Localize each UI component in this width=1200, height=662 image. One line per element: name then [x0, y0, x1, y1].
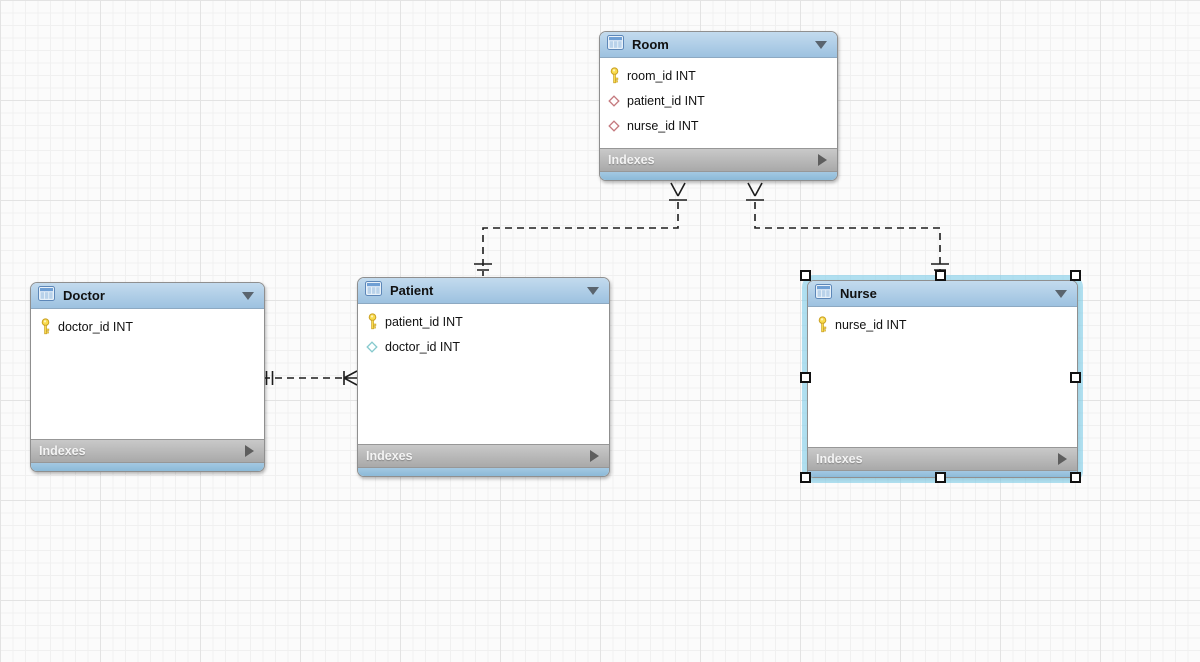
- indexes-bar[interactable]: Indexes: [600, 148, 837, 172]
- field-doctor_id[interactable]: doctor_id INT: [358, 334, 609, 359]
- table-room-header[interactable]: Room: [600, 32, 837, 58]
- indexes-label: Indexes: [608, 153, 655, 167]
- table-patient[interactable]: Patient patient_id INT doctor_id INT Ind…: [357, 277, 610, 477]
- primary-key-icon: [608, 67, 620, 84]
- table-footer: [31, 463, 264, 471]
- collapse-arrow-icon[interactable]: [1055, 289, 1067, 298]
- primary-key-icon: [816, 316, 828, 333]
- primary-key-icon: [366, 313, 378, 330]
- selection-handle-middle-right[interactable]: [1070, 372, 1081, 383]
- primary-key-icon: [39, 318, 51, 335]
- table-nurse-header[interactable]: Nurse: [808, 281, 1077, 307]
- field-patient_id[interactable]: patient_id INT: [358, 309, 609, 334]
- indexes-label: Indexes: [366, 449, 413, 463]
- field-label: nurse_id INT: [627, 118, 699, 133]
- column-icon: [366, 340, 378, 353]
- selection-handle-bottom-center[interactable]: [935, 472, 946, 483]
- expand-arrow-icon[interactable]: [1058, 453, 1067, 465]
- foreign-key-icon: [608, 119, 620, 132]
- field-label: room_id INT: [627, 68, 696, 83]
- table-room[interactable]: Room room_id INT patient_id INT nurse: [599, 31, 838, 181]
- field-label: doctor_id INT: [58, 319, 134, 334]
- table-icon: [607, 34, 624, 55]
- field-room_id[interactable]: room_id INT: [600, 63, 837, 88]
- table-title: Nurse: [840, 286, 877, 301]
- table-room-columns: room_id INT patient_id INT nurse_id INT: [600, 58, 837, 148]
- relationship-room-patient[interactable]: [474, 182, 687, 276]
- expand-arrow-icon[interactable]: [245, 445, 254, 457]
- table-doctor-header[interactable]: Doctor: [31, 283, 264, 309]
- table-footer: [358, 468, 609, 476]
- table-icon: [365, 280, 382, 301]
- collapse-arrow-icon[interactable]: [242, 291, 254, 300]
- table-nurse[interactable]: Nurse nurse_id INT Indexes: [807, 280, 1078, 478]
- indexes-bar[interactable]: Indexes: [358, 444, 609, 468]
- table-doctor-columns: doctor_id INT: [31, 309, 264, 439]
- relationship-room-nurse[interactable]: [746, 182, 949, 278]
- selection-handle-bottom-left[interactable]: [800, 472, 811, 483]
- collapse-arrow-icon[interactable]: [815, 40, 827, 49]
- field-label: patient_id INT: [627, 93, 705, 108]
- table-patient-header[interactable]: Patient: [358, 278, 609, 304]
- selection-handle-middle-left[interactable]: [800, 372, 811, 383]
- field-label: nurse_id INT: [835, 317, 907, 332]
- indexes-label: Indexes: [39, 444, 86, 458]
- relationship-doctor-patient[interactable]: [263, 370, 358, 386]
- table-nurse-columns: nurse_id INT: [808, 307, 1077, 447]
- field-nurse_id[interactable]: nurse_id INT: [600, 113, 837, 138]
- table-patient-columns: patient_id INT doctor_id INT: [358, 304, 609, 444]
- selection-handle-bottom-right[interactable]: [1070, 472, 1081, 483]
- table-title: Room: [632, 37, 669, 52]
- selection-handle-top-left[interactable]: [800, 270, 811, 281]
- indexes-bar[interactable]: Indexes: [31, 439, 264, 463]
- table-doctor[interactable]: Doctor doctor_id INT Indexes: [30, 282, 265, 472]
- field-patient_id[interactable]: patient_id INT: [600, 88, 837, 113]
- collapse-arrow-icon[interactable]: [587, 286, 599, 295]
- table-icon: [38, 285, 55, 306]
- table-footer: [600, 172, 837, 180]
- field-nurse_id[interactable]: nurse_id INT: [808, 312, 1077, 337]
- expand-arrow-icon[interactable]: [590, 450, 599, 462]
- field-doctor_id[interactable]: doctor_id INT: [31, 314, 264, 339]
- indexes-bar[interactable]: Indexes: [808, 447, 1077, 471]
- selection-handle-top-right[interactable]: [1070, 270, 1081, 281]
- expand-arrow-icon[interactable]: [818, 154, 827, 166]
- field-label: patient_id INT: [385, 314, 463, 329]
- table-icon: [815, 283, 832, 304]
- table-title: Patient: [390, 283, 434, 298]
- indexes-label: Indexes: [816, 452, 863, 466]
- table-title: Doctor: [63, 288, 105, 303]
- selection-handle-top-center[interactable]: [935, 270, 946, 281]
- foreign-key-icon: [608, 94, 620, 107]
- field-label: doctor_id INT: [385, 339, 461, 354]
